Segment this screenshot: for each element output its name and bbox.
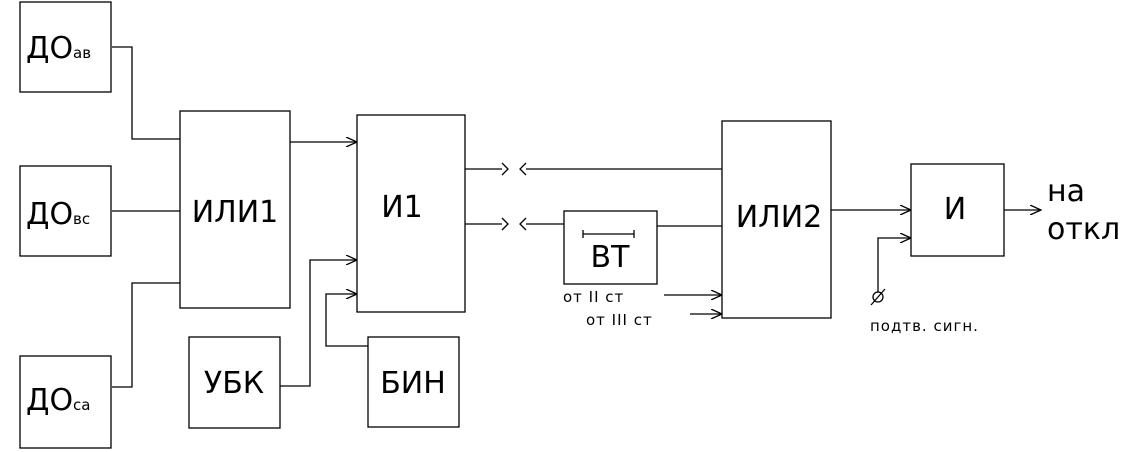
block-and-frame	[910, 163, 1005, 257]
block-vt-label: ВТ	[591, 240, 631, 275]
wire-confirm-to-and	[877, 238, 911, 292]
block-and-label: И	[944, 192, 966, 227]
block-vt-frame	[563, 210, 658, 285]
note-output-line-2: откл	[1047, 212, 1120, 247]
block-i1-label: И1	[381, 190, 423, 225]
block-do-ca: ДО са	[19, 355, 112, 449]
block-do-bc: ДО вс	[19, 165, 112, 257]
block-do-ca-frame	[19, 355, 112, 449]
note-from-stage-2: от II ст	[563, 288, 624, 306]
block-ili1-frame	[179, 110, 291, 309]
block-ili2-frame	[721, 120, 832, 319]
block-vt: ВТ	[563, 210, 658, 285]
wire-doab-to-ili1	[112, 46, 180, 140]
block-do-ab-label: ДО	[26, 31, 73, 66]
block-ili2-label: ИЛИ2	[736, 200, 823, 235]
block-ubk-frame	[188, 336, 281, 429]
block-do-ca-subscript: са	[73, 396, 90, 414]
block-ubk-label: УБК	[204, 366, 264, 401]
block-do-ab-subscript: ав	[73, 44, 91, 62]
block-do-bc-label: ДО	[26, 197, 73, 232]
block-do-bc-subscript: вс	[73, 210, 90, 228]
note-confirm-signal: подтв. сигн.	[870, 317, 979, 335]
note-output-line-1: на	[1047, 174, 1085, 209]
block-bin-frame	[367, 336, 460, 428]
wire-doca-to-ili1	[112, 282, 180, 388]
block-ili1-label: ИЛИ1	[192, 195, 279, 230]
note-from-stage-3: от III ст	[586, 311, 653, 329]
block-bin: БИН	[367, 336, 460, 428]
block-i1: И1	[356, 114, 466, 313]
wire-ubk-to-i1	[280, 260, 357, 387]
wire-i1-to-ili2-top	[465, 162, 722, 176]
block-do-bc-frame	[19, 165, 112, 257]
block-ili2: ИЛИ2	[721, 120, 832, 319]
wire-bin-to-i1	[325, 294, 368, 347]
block-bin-label: БИН	[380, 366, 446, 401]
block-i1-frame	[356, 114, 466, 313]
block-do-ab-frame	[19, 1, 112, 93]
wires	[112, 46, 1041, 388]
wire-i1-to-vt	[465, 217, 564, 231]
block-do-ab: ДО ав	[19, 1, 112, 93]
block-ili1: ИЛИ1	[179, 110, 291, 309]
block-do-ca-label: ДО	[26, 383, 73, 418]
confirm-terminal-icon	[870, 288, 886, 306]
block-and: И	[910, 163, 1005, 257]
block-ubk: УБК	[188, 336, 281, 429]
